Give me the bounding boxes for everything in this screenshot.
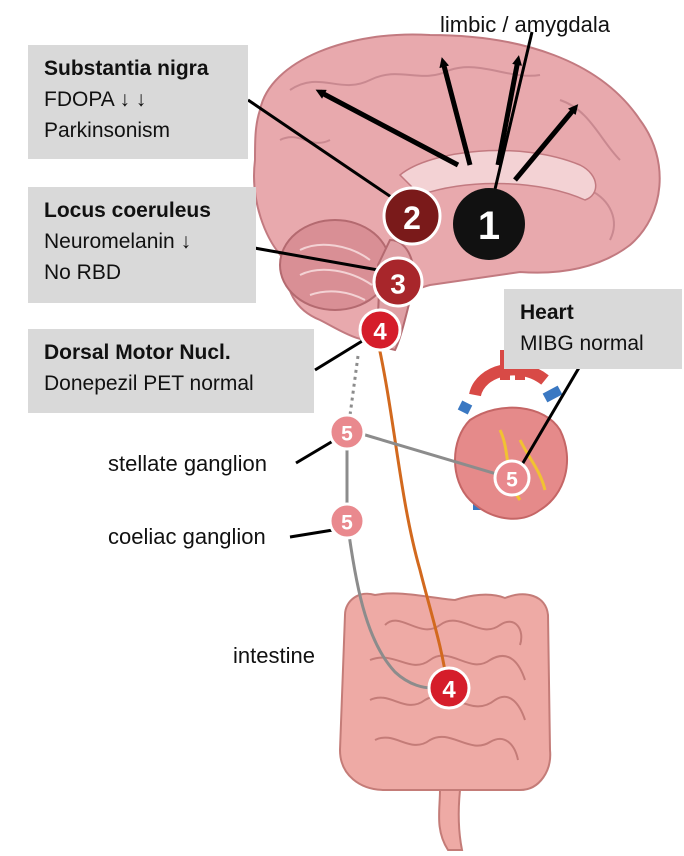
substantia-nigra-title: Substantia nigra (44, 53, 232, 84)
locus-coeruleus-box: Locus coeruleus Neuromelanin ↓ No RBD (28, 187, 256, 303)
locus-coeruleus-title: Locus coeruleus (44, 195, 240, 226)
node-5-heart: 5 (495, 461, 529, 495)
node-2-number: 2 (403, 200, 421, 236)
limbic-label: limbic / amygdala (440, 12, 610, 38)
stellate-label: stellate ganglion (108, 451, 267, 477)
substantia-nigra-box: Substantia nigra FDOPA ↓ ↓ Parkinsonism (28, 45, 248, 159)
node-1: 1 (453, 188, 525, 260)
substantia-nigra-line-1: FDOPA ↓ ↓ (44, 84, 232, 115)
node-2: 2 (384, 188, 440, 244)
dorsal-motor-line-1: Donepezil PET normal (44, 368, 298, 399)
heart-line-1: MIBG normal (520, 328, 666, 359)
locus-coeruleus-line-2: No RBD (44, 257, 240, 288)
node-5-heart-number: 5 (506, 469, 518, 492)
dorsal-motor-box: Dorsal Motor Nucl. Donepezil PET normal (28, 329, 314, 413)
node-5-stellate: 5 (330, 415, 364, 449)
locus-coeruleus-line-1: Neuromelanin ↓ (44, 226, 240, 257)
substantia-nigra-line-2: Parkinsonism (44, 115, 232, 146)
heart-box: Heart MIBG normal (504, 289, 682, 369)
heart-title: Heart (520, 297, 666, 328)
node-5-coeliac: 5 (330, 504, 364, 538)
node-4-brainstem-number: 4 (373, 319, 387, 346)
dorsal-motor-title: Dorsal Motor Nucl. (44, 337, 298, 368)
intestine-label: intestine (233, 643, 315, 669)
coeliac-label: coeliac ganglion (108, 524, 266, 550)
node-3-number: 3 (390, 269, 406, 300)
node-5-stellate-number: 5 (341, 423, 353, 446)
node-4-intestine-number: 4 (442, 677, 456, 704)
node-1-number: 1 (478, 204, 500, 248)
node-4-brainstem: 4 (360, 310, 400, 350)
node-3: 3 (374, 258, 422, 306)
node-5-coeliac-number: 5 (341, 512, 353, 535)
node-4-intestine: 4 (429, 668, 469, 708)
